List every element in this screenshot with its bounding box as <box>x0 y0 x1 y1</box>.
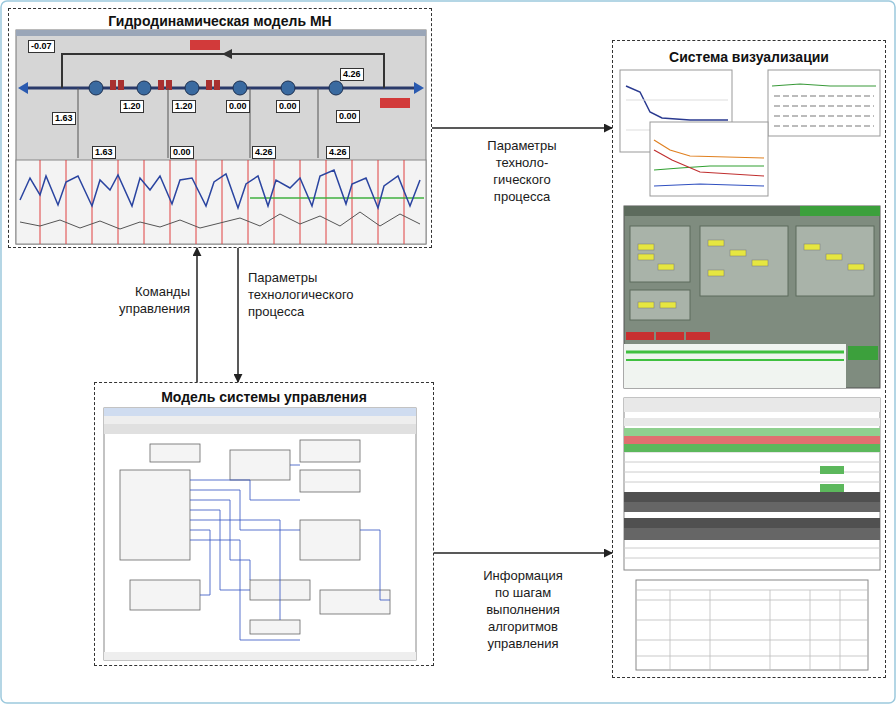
panel-title-row: Гидродинамическая модель МН <box>9 13 431 29</box>
value-readout: 1.20 <box>120 100 144 113</box>
value-readout: 1.20 <box>172 100 196 113</box>
value-readout: 0.00 <box>226 100 250 113</box>
value-readout: 4.26 <box>252 146 276 159</box>
dashed-panel: Модель системы управления <box>94 382 434 666</box>
value-readout: 0.00 <box>336 110 360 123</box>
arrow-label: Информация по шагам выполнения алгоритмо… <box>475 568 571 652</box>
value-readout: 1.63 <box>52 112 76 125</box>
value-readout: 4.26 <box>340 68 364 81</box>
value-readout: 0.00 <box>170 146 194 159</box>
flow-arrow <box>237 248 239 382</box>
dashed-panel: Гидродинамическая модель МН <box>8 8 432 248</box>
flow-arrow <box>196 248 198 382</box>
panel-title-row: Система визуализации <box>613 49 885 65</box>
panel-title-row: Модель системы управления <box>95 389 433 405</box>
value-readout: 0.00 <box>276 100 300 113</box>
arrow-label: Команды управления <box>96 284 190 318</box>
panel-title: Гидродинамическая модель МН <box>103 13 336 29</box>
arrow-label: Параметры технологического процесса <box>248 270 388 321</box>
value-readout: -0.07 <box>28 40 55 53</box>
panel-title: Модель системы управления <box>156 389 372 405</box>
panel-title: Система визуализации <box>664 49 834 65</box>
flow-arrow <box>434 552 612 554</box>
value-readout: 1.63 <box>92 146 116 159</box>
flow-arrow <box>432 127 612 129</box>
value-readout: 4.26 <box>326 146 350 159</box>
arrow-label: Параметры техноло- гического процесса <box>472 138 572 206</box>
dashed-panel: Система визуализации <box>612 40 886 678</box>
